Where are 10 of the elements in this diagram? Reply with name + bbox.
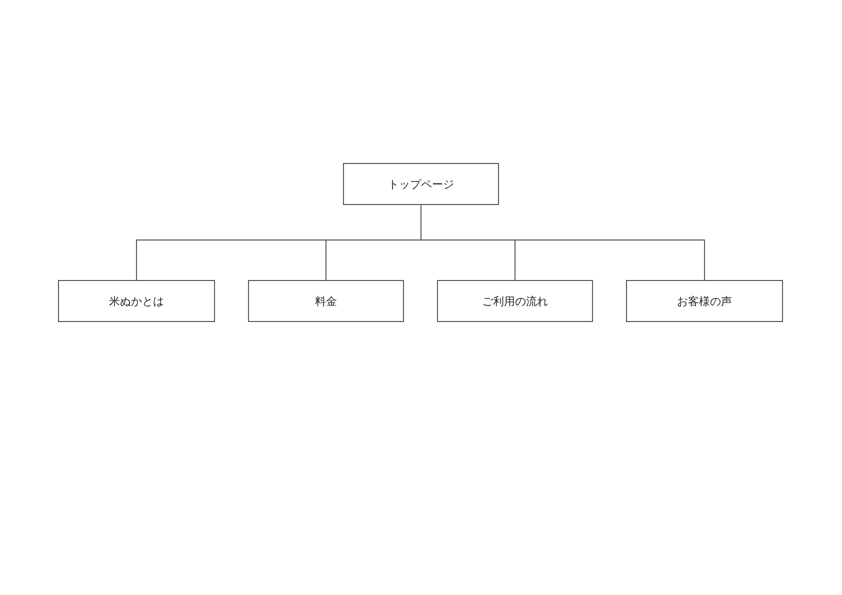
page-box bbox=[437, 280, 593, 322]
page-title: お客様の声 bbox=[677, 294, 732, 308]
page-box bbox=[248, 280, 404, 322]
page-title: トップページ bbox=[388, 176, 454, 192]
page-title: 米ぬかとは bbox=[109, 294, 164, 308]
page-title: ご利用の流れ bbox=[482, 294, 548, 308]
page-box bbox=[58, 280, 215, 322]
page-box bbox=[626, 280, 783, 322]
page-box bbox=[343, 163, 499, 205]
page-title: 料金 bbox=[315, 294, 337, 308]
